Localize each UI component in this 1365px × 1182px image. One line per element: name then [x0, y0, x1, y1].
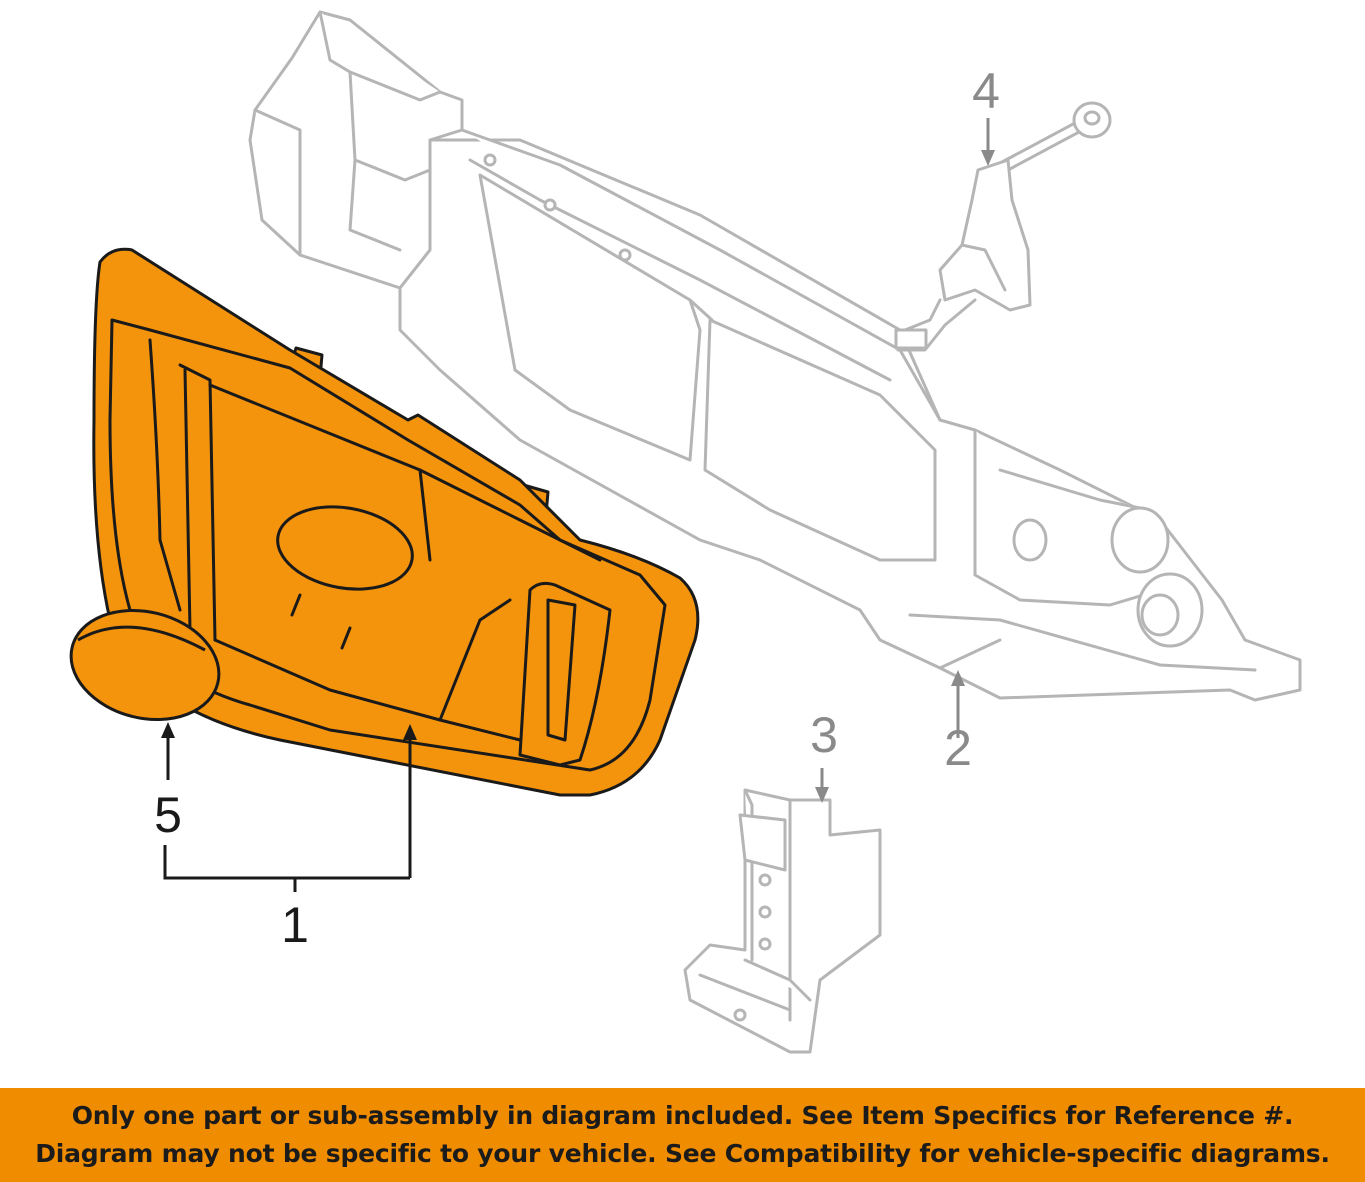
disclaimer-line-2: Diagram may not be specific to your vehi…: [35, 1139, 1330, 1168]
callout-label-2: 2: [944, 720, 972, 776]
parts-diagram: 1 2 3 4 5: [69, 10, 1302, 1054]
hood-bracket-part-4: [894, 101, 1112, 352]
callout-label-3: 3: [810, 707, 838, 763]
callout-arrowheads-highlighted: [161, 722, 417, 740]
callout-label-1: 1: [281, 897, 309, 953]
disclaimer-banner: Only one part or sub-assembly in diagram…: [0, 1088, 1365, 1182]
callout-label-5: 5: [154, 787, 182, 843]
callout-arrowheads-grey: [815, 150, 995, 803]
disclaimer-line-1: Only one part or sub-assembly in diagram…: [71, 1101, 1294, 1130]
grille-part-1: [92, 247, 700, 797]
emblem-part-5: [69, 608, 221, 722]
callout-label-4: 4: [972, 63, 1000, 119]
side-bracket-part-3: [683, 788, 882, 1054]
radiator-support-part-2: [248, 10, 1302, 702]
